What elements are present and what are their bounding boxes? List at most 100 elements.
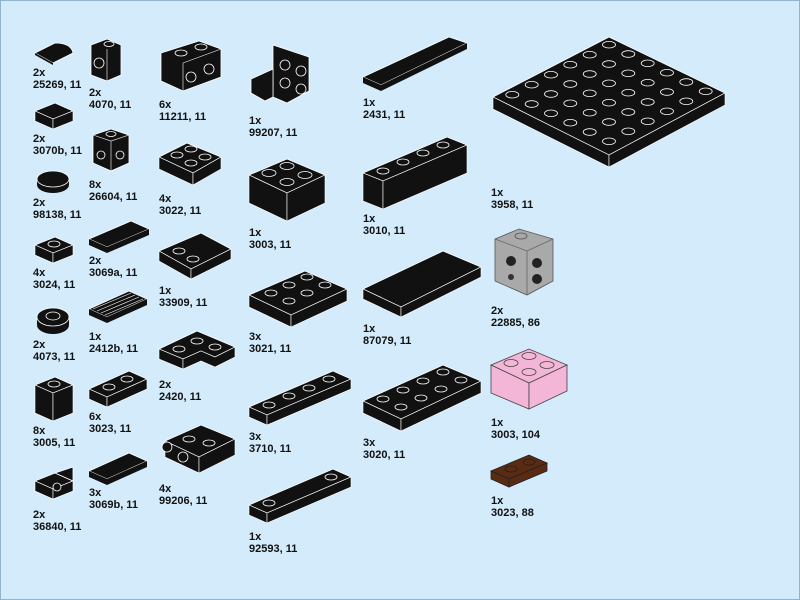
part-code: 2420, 11 (159, 391, 202, 403)
part-qty: 1x (491, 417, 504, 429)
part-qty: 4x (159, 483, 172, 495)
part-code: 3958, 11 (491, 199, 534, 211)
part-qty: 2x (33, 509, 46, 521)
part-qty: 1x (89, 331, 102, 343)
stud (582, 89, 597, 97)
tile-1x4-icon (362, 36, 469, 91)
part-qty: 3x (363, 437, 376, 449)
part-code: 2412b, 11 (89, 343, 138, 355)
stud (563, 61, 578, 69)
stud (563, 118, 578, 127)
part-qty: 3x (249, 431, 262, 443)
part-qty: 1x (249, 115, 262, 127)
headlight-brick-icon (90, 38, 122, 82)
tile-1x2-b-icon (88, 452, 148, 485)
part-qty: 2x (33, 67, 46, 79)
part-qty: 1x (491, 495, 504, 507)
part-code: 36840, 11 (33, 521, 82, 533)
part-code: 87079, 11 (363, 335, 412, 347)
stud (602, 79, 616, 87)
part-code: 22885, 86 (491, 317, 540, 329)
part-code: 99206, 11 (159, 495, 208, 507)
part-qty: 2x (33, 133, 46, 145)
round-tile-icon (36, 170, 70, 193)
part-code: 98138, 11 (33, 209, 82, 221)
plate-1x2-brown-icon (489, 454, 549, 488)
part-qty: 4x (33, 267, 46, 279)
stud (582, 108, 597, 117)
part-qty: 1x (363, 323, 376, 335)
part-code: 92593, 11 (249, 543, 298, 555)
stud (621, 89, 636, 97)
tile-1x1-icon (33, 102, 75, 130)
part-qty: 1x (159, 285, 172, 297)
plate-1x2-icon (88, 370, 148, 408)
stud (524, 81, 539, 89)
part-code: 3020, 11 (363, 449, 406, 461)
part-code: 3069a, 11 (89, 267, 138, 279)
stud (602, 118, 616, 126)
part-code: 2431, 11 (363, 109, 406, 121)
stud (582, 128, 597, 136)
stud (544, 71, 558, 79)
part-qty: 1x (491, 187, 504, 199)
stud (602, 98, 616, 107)
part-qty: 1x (363, 213, 376, 225)
stud (621, 108, 636, 116)
plate-1x1-icon (33, 236, 75, 264)
bracket-icon (250, 44, 310, 104)
brick-2x2-pink-icon (490, 348, 568, 410)
part-qty: 8x (33, 425, 46, 437)
part-qty: 1x (249, 227, 262, 239)
part-code: 3003, 104 (491, 429, 540, 441)
tile-2x2-corner-icon (158, 232, 232, 280)
stud (563, 80, 578, 88)
part-code: 4073, 11 (33, 351, 76, 363)
plate-1x4-end-studs-icon (248, 468, 352, 524)
stud (640, 59, 655, 67)
corner-plate-icon (158, 330, 236, 370)
plate-2x3-icon (248, 270, 348, 328)
stud (582, 51, 597, 59)
part-qty: 8x (89, 179, 102, 191)
brick-1x1-studs-icon (92, 128, 130, 172)
part-code: 3003, 11 (249, 239, 292, 251)
part-qty: 1x (363, 97, 376, 109)
bracket-1x1-icon (33, 466, 75, 500)
part-code: 3005, 11 (33, 437, 76, 449)
part-qty: 2x (33, 339, 46, 351)
part-code: 3021, 11 (249, 343, 292, 355)
brick-1x2-side-studs-icon (160, 40, 222, 92)
stud (505, 91, 520, 99)
stud (582, 70, 597, 78)
part-qty: 6x (159, 99, 172, 111)
brick-1x1-icon (33, 376, 75, 422)
part-code: 99207, 11 (249, 127, 298, 139)
stud (602, 40, 616, 49)
part-code: 4070, 11 (89, 99, 132, 111)
plate-2x4-icon (362, 364, 482, 432)
stud (640, 98, 655, 106)
stud (544, 90, 558, 98)
part-code: 3070b, 11 (33, 145, 82, 157)
part-qty: 2x (89, 87, 102, 99)
stud (698, 87, 713, 95)
part-code: 3710, 11 (249, 443, 292, 455)
brick-2x2-icon (248, 158, 326, 222)
stud (640, 79, 655, 87)
part-code: 3010, 11 (363, 225, 406, 237)
stud (660, 88, 674, 96)
brick-side-studs-gray-icon (494, 228, 554, 296)
grille-tile-icon (88, 290, 148, 323)
part-code: 3023, 11 (89, 423, 132, 435)
stud (660, 69, 674, 77)
part-qty: 3x (89, 487, 102, 499)
tile-1x2-icon (88, 220, 150, 253)
part-code: 3069b, 11 (89, 499, 138, 511)
stud (621, 69, 636, 77)
stud (640, 117, 655, 125)
stud (679, 78, 694, 86)
brick-1x4-icon (361, 136, 469, 210)
stud (660, 107, 674, 115)
